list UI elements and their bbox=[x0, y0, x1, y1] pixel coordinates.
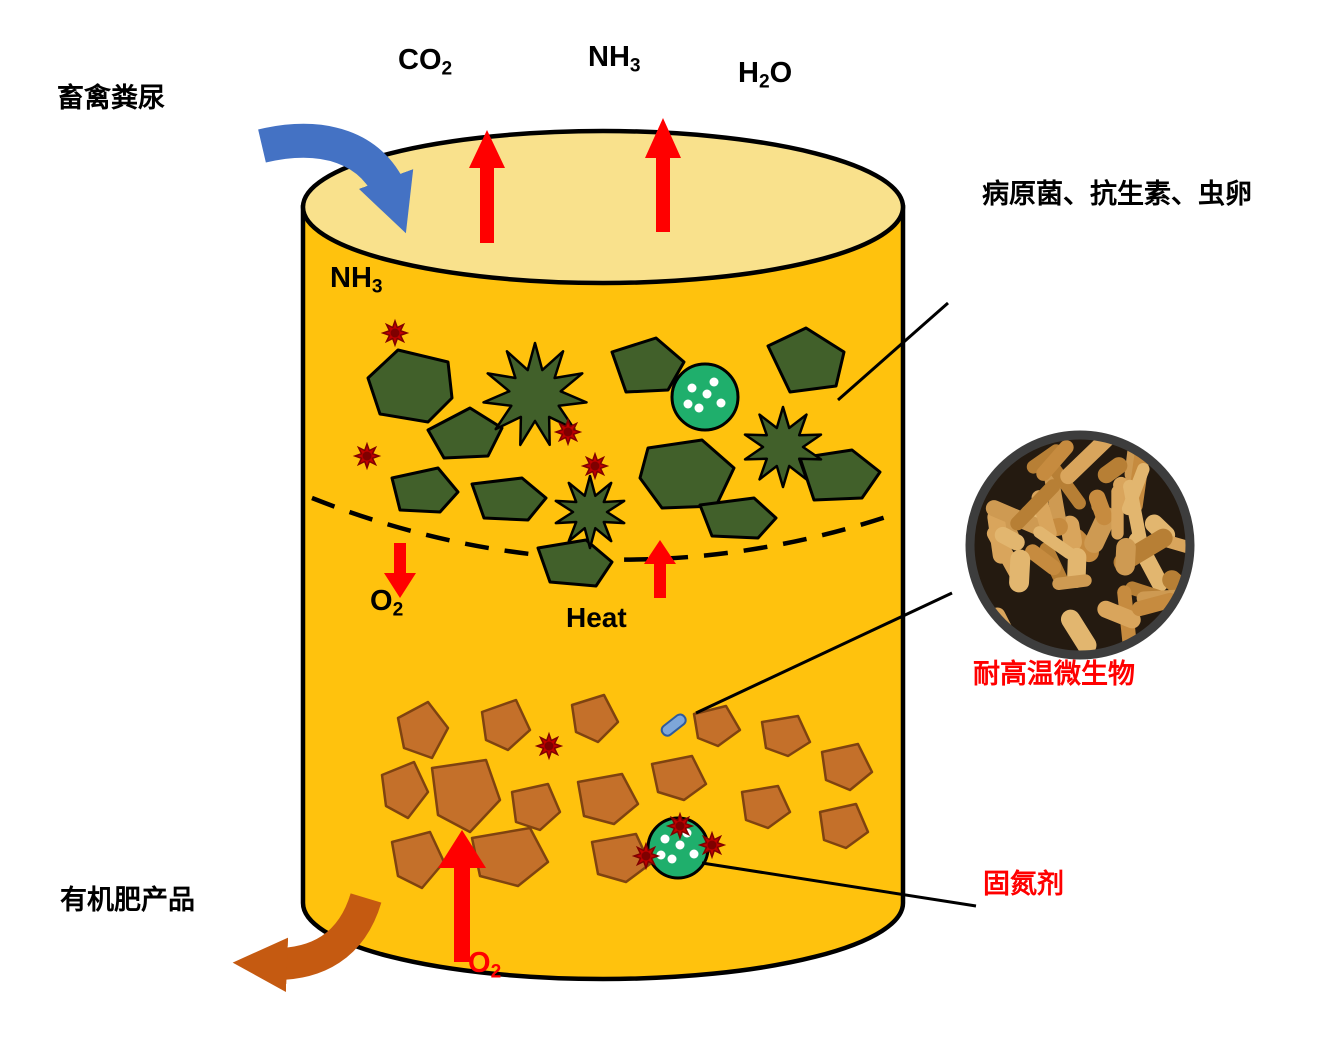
o2-lower-label: O2 bbox=[468, 947, 502, 983]
h2o-post: O bbox=[769, 57, 793, 89]
pathogen-virus-particles bbox=[352, 318, 727, 871]
upper-compost-green-layer bbox=[366, 326, 882, 588]
lower-compost-brown-layer bbox=[380, 693, 874, 890]
heat-up-arrow bbox=[644, 540, 676, 598]
nh3-top-label: NH3 bbox=[588, 41, 641, 77]
h2o-label: H2O bbox=[738, 57, 793, 93]
o2-lower-sub: 2 bbox=[490, 961, 502, 983]
nh3-up-arrow bbox=[645, 118, 681, 232]
nh3-top-sub: 3 bbox=[629, 55, 641, 77]
heat-label: Heat bbox=[566, 602, 627, 633]
thermophile-micrograph bbox=[965, 430, 1195, 660]
o2-down-arrow bbox=[384, 543, 416, 598]
o2-upper-sub: 2 bbox=[392, 599, 404, 621]
h2o-pre: H bbox=[738, 57, 759, 89]
co2-sub: 2 bbox=[441, 58, 453, 80]
fertilizer-output-arrow bbox=[232, 892, 382, 992]
co2-main: CO bbox=[398, 44, 442, 76]
pathogens-pointer-line bbox=[837, 301, 949, 402]
nh3-inner-main: NH bbox=[330, 262, 372, 294]
h2o-sub: 2 bbox=[758, 71, 770, 93]
thermophile-rod-icon bbox=[660, 713, 687, 737]
cylinder-lid bbox=[300, 128, 906, 286]
nh3-inner-label: NH3 bbox=[330, 262, 383, 298]
co2-label: CO2 bbox=[398, 44, 453, 80]
micrograph-ring bbox=[965, 430, 1195, 660]
input-label: 畜禽粪尿 bbox=[57, 83, 165, 113]
nh3-inner-sub: 3 bbox=[371, 276, 383, 298]
o2-lower-main: O bbox=[468, 947, 491, 979]
o2-upper-main: O bbox=[370, 585, 393, 617]
nitrogen-fixer-label: 固氮剂 bbox=[983, 869, 1064, 899]
o2-bottom-up-arrow bbox=[438, 830, 486, 962]
microbe-consortium-circles bbox=[646, 362, 740, 880]
manure-input-arrow bbox=[258, 123, 414, 234]
thermophilic-label: 耐高温微生物 bbox=[973, 659, 1135, 689]
output-label: 有机肥产品 bbox=[60, 885, 195, 915]
co2-up-arrow bbox=[469, 130, 505, 243]
pathogens-label: 病原菌、抗生素、虫卵 bbox=[982, 179, 1252, 209]
nitrogen-fixer-pointer-line bbox=[701, 861, 977, 908]
o2-upper-label: O2 bbox=[370, 585, 404, 621]
nh3-top-main: NH bbox=[588, 41, 630, 73]
thermophile-pointer-line bbox=[695, 591, 953, 715]
